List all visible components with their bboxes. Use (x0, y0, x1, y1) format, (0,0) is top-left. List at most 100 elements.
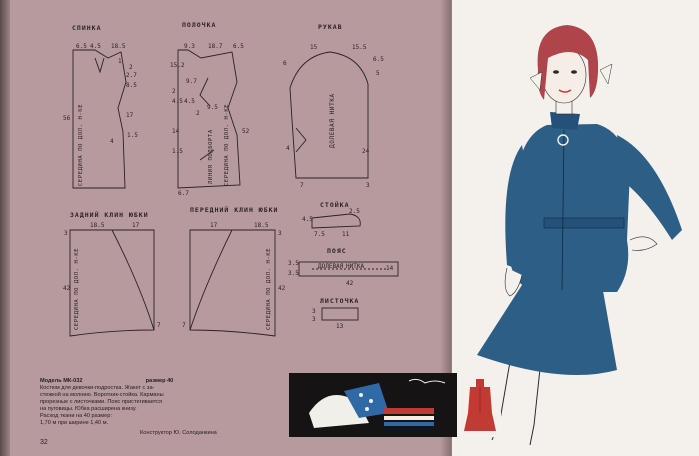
illustration-bow-right (599, 63, 613, 85)
back-skirt-center-label: СЕРЕДИНА ПО ДОЛ. Н-КЕ (74, 247, 80, 330)
swatch-stripe-blue (384, 422, 434, 426)
measure: 7 (182, 322, 186, 329)
illustration-left-sleeve (505, 145, 530, 272)
measure: 3 (64, 230, 68, 237)
thumbnail-collar (476, 379, 484, 387)
description-line: Костюм для девочки-подростка. Жакет с за… (40, 385, 155, 391)
front-center-label: СЕРЕДИНА ПО ДОЛ. Н-КЕ (224, 103, 230, 186)
measure: 13 (336, 323, 344, 330)
measure: 9.5 (207, 104, 218, 111)
illustration-right-hand (629, 236, 658, 251)
back-skirt-outline (69, 229, 155, 337)
swatch-red (384, 408, 434, 414)
description-line: 1,70 м при ширине 1,40 м. (40, 420, 109, 426)
back-bodice-dart (94, 57, 105, 74)
illustration-skirt (477, 285, 617, 375)
measure: 3 (366, 182, 370, 189)
measure: 2 (196, 110, 200, 117)
measure: 17 (210, 222, 218, 229)
measure: 4 (110, 138, 114, 145)
illustration-bow-left (529, 71, 543, 91)
back-skirt-seam (111, 229, 155, 331)
front-bodice-pocket (199, 149, 215, 161)
flap-title: ЛИСТОЧКА (320, 297, 360, 305)
swatch-dot (359, 393, 363, 397)
measure: 3 (278, 230, 282, 237)
measure: 18.5 (90, 222, 105, 229)
measure: 2.7 (126, 72, 137, 79)
back-skirt-title: ЗАДНИЙ КЛИН ЮБКИ (70, 211, 149, 219)
belt-outline (298, 261, 399, 277)
illustration-page (452, 0, 699, 456)
size-label: размер 40 (145, 378, 174, 384)
measure: 14 (172, 128, 180, 135)
illustration-mouth (558, 89, 572, 93)
measure: 4.5 (172, 98, 183, 105)
front-skirt-outline (189, 229, 276, 337)
flap-outline (321, 307, 359, 321)
measure: 2.5 (349, 208, 360, 215)
sleeve-grain-label: ДОЛЕВАЯ НИТКА (329, 93, 336, 148)
collar-title: СТОЙКА (320, 201, 350, 209)
illustration-jacket (510, 124, 630, 292)
measure: 42 (346, 280, 354, 287)
illustration-right-sleeve (617, 135, 682, 240)
sleeve-outline (289, 51, 369, 179)
measure: 1.5 (127, 132, 138, 139)
fabric-swatches (309, 378, 446, 428)
illustration-collar (550, 112, 580, 130)
measure: 15.2 (170, 62, 185, 69)
illustration-zipper (561, 129, 565, 291)
front-skirt-seam (189, 229, 233, 331)
swatch-stripe (384, 416, 434, 420)
measure: 18.7 (208, 43, 223, 50)
measure: 14 (386, 265, 394, 272)
measure: 52 (242, 128, 250, 135)
designer-credit: Конструктор Ю. Солоданкина (140, 430, 217, 436)
measure: 3 (312, 308, 316, 315)
measure: 6 (283, 60, 287, 67)
belt-title: ПОЯС (327, 247, 347, 255)
illustration-eye-left (553, 70, 559, 74)
front-bodice-dart (199, 77, 211, 107)
measure: 8.5 (126, 82, 137, 89)
measure: 15.5 (352, 44, 367, 51)
back-bodice-title: СПИНКА (72, 24, 102, 32)
illustration-eye-right (571, 70, 577, 74)
measure: 18.5 (254, 222, 269, 229)
measure: 3.5 (288, 260, 299, 267)
measure: 18.5 (111, 43, 126, 50)
swatch-dot (369, 399, 373, 403)
measure: 24 (362, 148, 370, 155)
fabric-swatch-bar (289, 373, 457, 437)
description-line: на пуговицы. Юбка расширена книзу. (40, 406, 137, 412)
measure: 7 (157, 322, 161, 329)
front-skirt-center-label: СЕРЕДИНА ПО ДОЛ. Н-КЕ (266, 247, 272, 330)
description-line: стежкой на молнию. Воротник-стойка. Карм… (40, 392, 164, 398)
book-spine (0, 0, 10, 456)
illustration-left-hand (504, 267, 523, 297)
description-line: прорезные с листочками. Пояс пристегивае… (40, 399, 163, 405)
back-bodice-center-label: СЕРЕДИНА ПО ДОЛ. Н-КЕ (78, 103, 84, 186)
page-number: 32 (40, 439, 48, 446)
swatch-blue (344, 383, 389, 418)
measure: 42 (63, 285, 71, 292)
sleeve-title: РУКАВ (318, 23, 343, 31)
description-line: Расход ткани на 40 размер: (40, 413, 112, 419)
measure: 1.5 (172, 148, 183, 155)
measure: 3 (312, 316, 316, 323)
measure: 7.5 (314, 231, 325, 238)
measure: 6.5 (76, 43, 87, 50)
illustration-belt (543, 217, 625, 229)
measure: 42 (278, 285, 286, 292)
front-bodice-outline (177, 49, 241, 189)
measure: 15 (310, 44, 318, 51)
measure: 1 (118, 58, 122, 65)
measure: 56 (63, 115, 71, 122)
measure: 17 (132, 222, 140, 229)
measure: 3.5 (288, 270, 299, 277)
measure: 9.3 (184, 43, 195, 50)
measure: 4 (286, 145, 290, 152)
measure: 6.5 (233, 43, 244, 50)
